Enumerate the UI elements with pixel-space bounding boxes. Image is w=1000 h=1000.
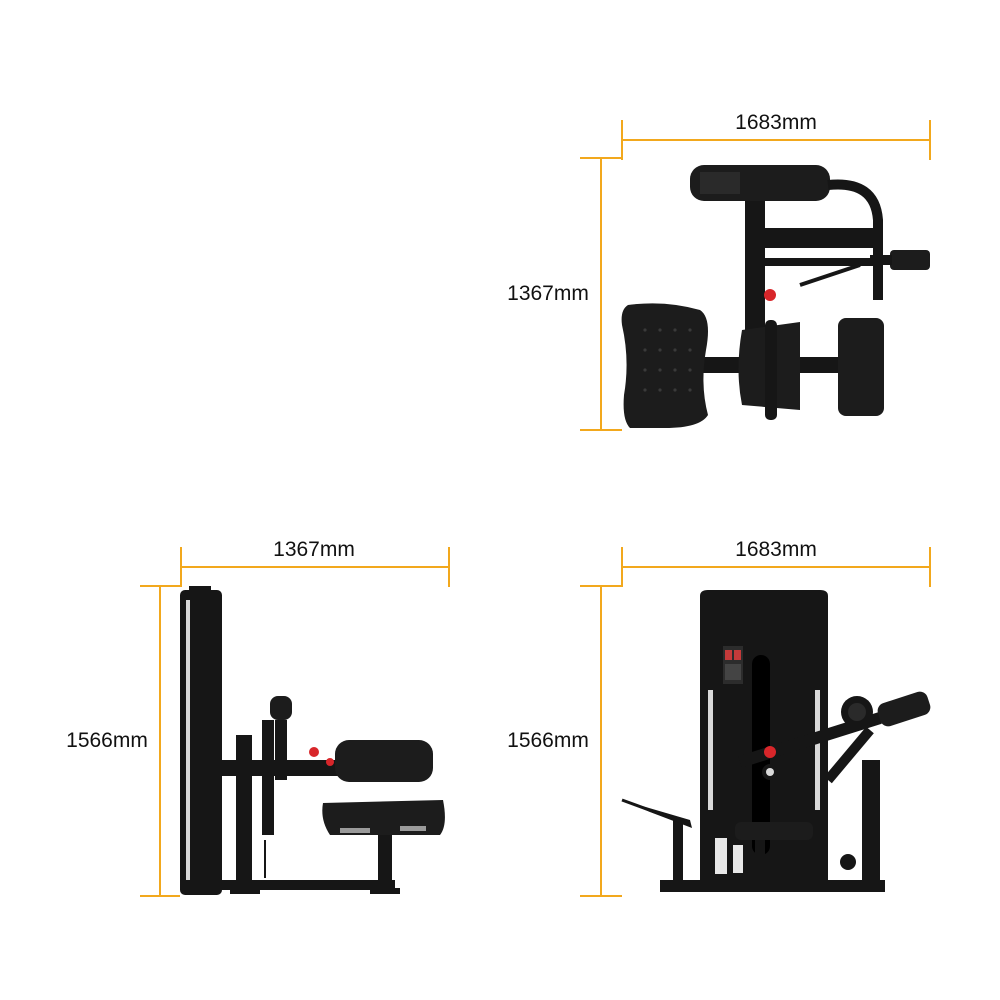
front-view: 1683mm 1566mm (507, 538, 931, 897)
front-view-red-knob-icon (764, 746, 776, 758)
top-view-depth-dimension: 1367mm (507, 157, 622, 431)
top-view-machine (621, 165, 930, 428)
front-view-width-label: 1683mm (735, 538, 817, 561)
top-view-red-knob-icon (764, 289, 776, 301)
side-view: 1367mm 1566mm (66, 538, 450, 897)
top-view-width-label: 1683mm (735, 111, 817, 134)
side-view-height-dimension: 1566mm (66, 585, 180, 897)
top-view-width-dimension: 1683mm (621, 111, 931, 160)
top-view-depth-label: 1367mm (507, 282, 589, 305)
front-view-machine (621, 590, 931, 892)
front-view-height-dimension: 1566mm (507, 585, 622, 897)
side-view-depth-label: 1367mm (273, 538, 355, 561)
front-view-height-label: 1566mm (507, 729, 589, 752)
side-view-machine (180, 586, 445, 895)
top-view: 1683mm 1367mm (507, 111, 931, 431)
side-view-height-label: 1566mm (66, 729, 148, 752)
side-view-depth-dimension: 1367mm (180, 538, 450, 587)
side-view-red-knob-icon (309, 747, 319, 757)
front-view-width-dimension: 1683mm (621, 538, 931, 587)
